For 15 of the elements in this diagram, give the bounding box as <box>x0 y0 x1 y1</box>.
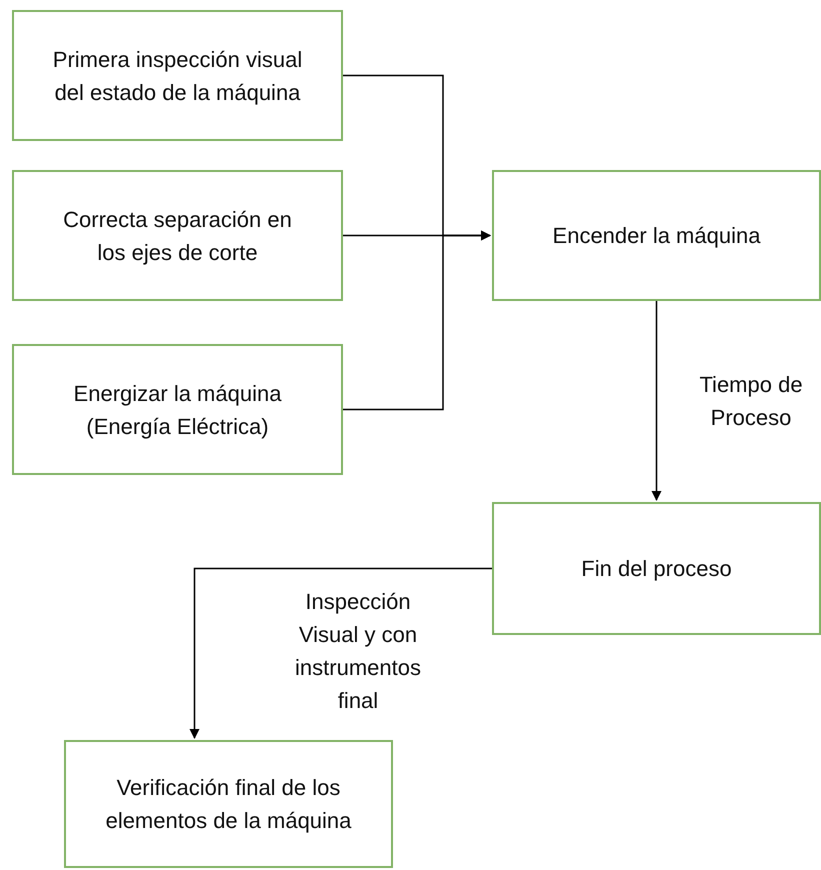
arrow <box>343 230 491 410</box>
box-text: Primera inspección visual del estado de la máquina <box>52 46 304 107</box>
process-box <box>492 502 821 635</box>
box-text: Correcta separación en los ejes de corte <box>62 206 293 267</box>
box-text: Fin del proceso <box>581 555 732 583</box>
box-text: Verificación final de los elementos de la máquina <box>104 774 352 835</box>
box-text: Encender la máquina <box>552 222 760 250</box>
process-box <box>492 170 821 301</box>
arrow <box>652 301 662 501</box>
process-box <box>12 170 343 301</box>
arrow <box>190 568 492 739</box>
process-box <box>12 344 343 475</box>
process-box <box>12 10 343 141</box>
process-box <box>64 740 393 868</box>
box-text: Energizar la máquina (Energía Eléctrica) <box>72 380 282 441</box>
